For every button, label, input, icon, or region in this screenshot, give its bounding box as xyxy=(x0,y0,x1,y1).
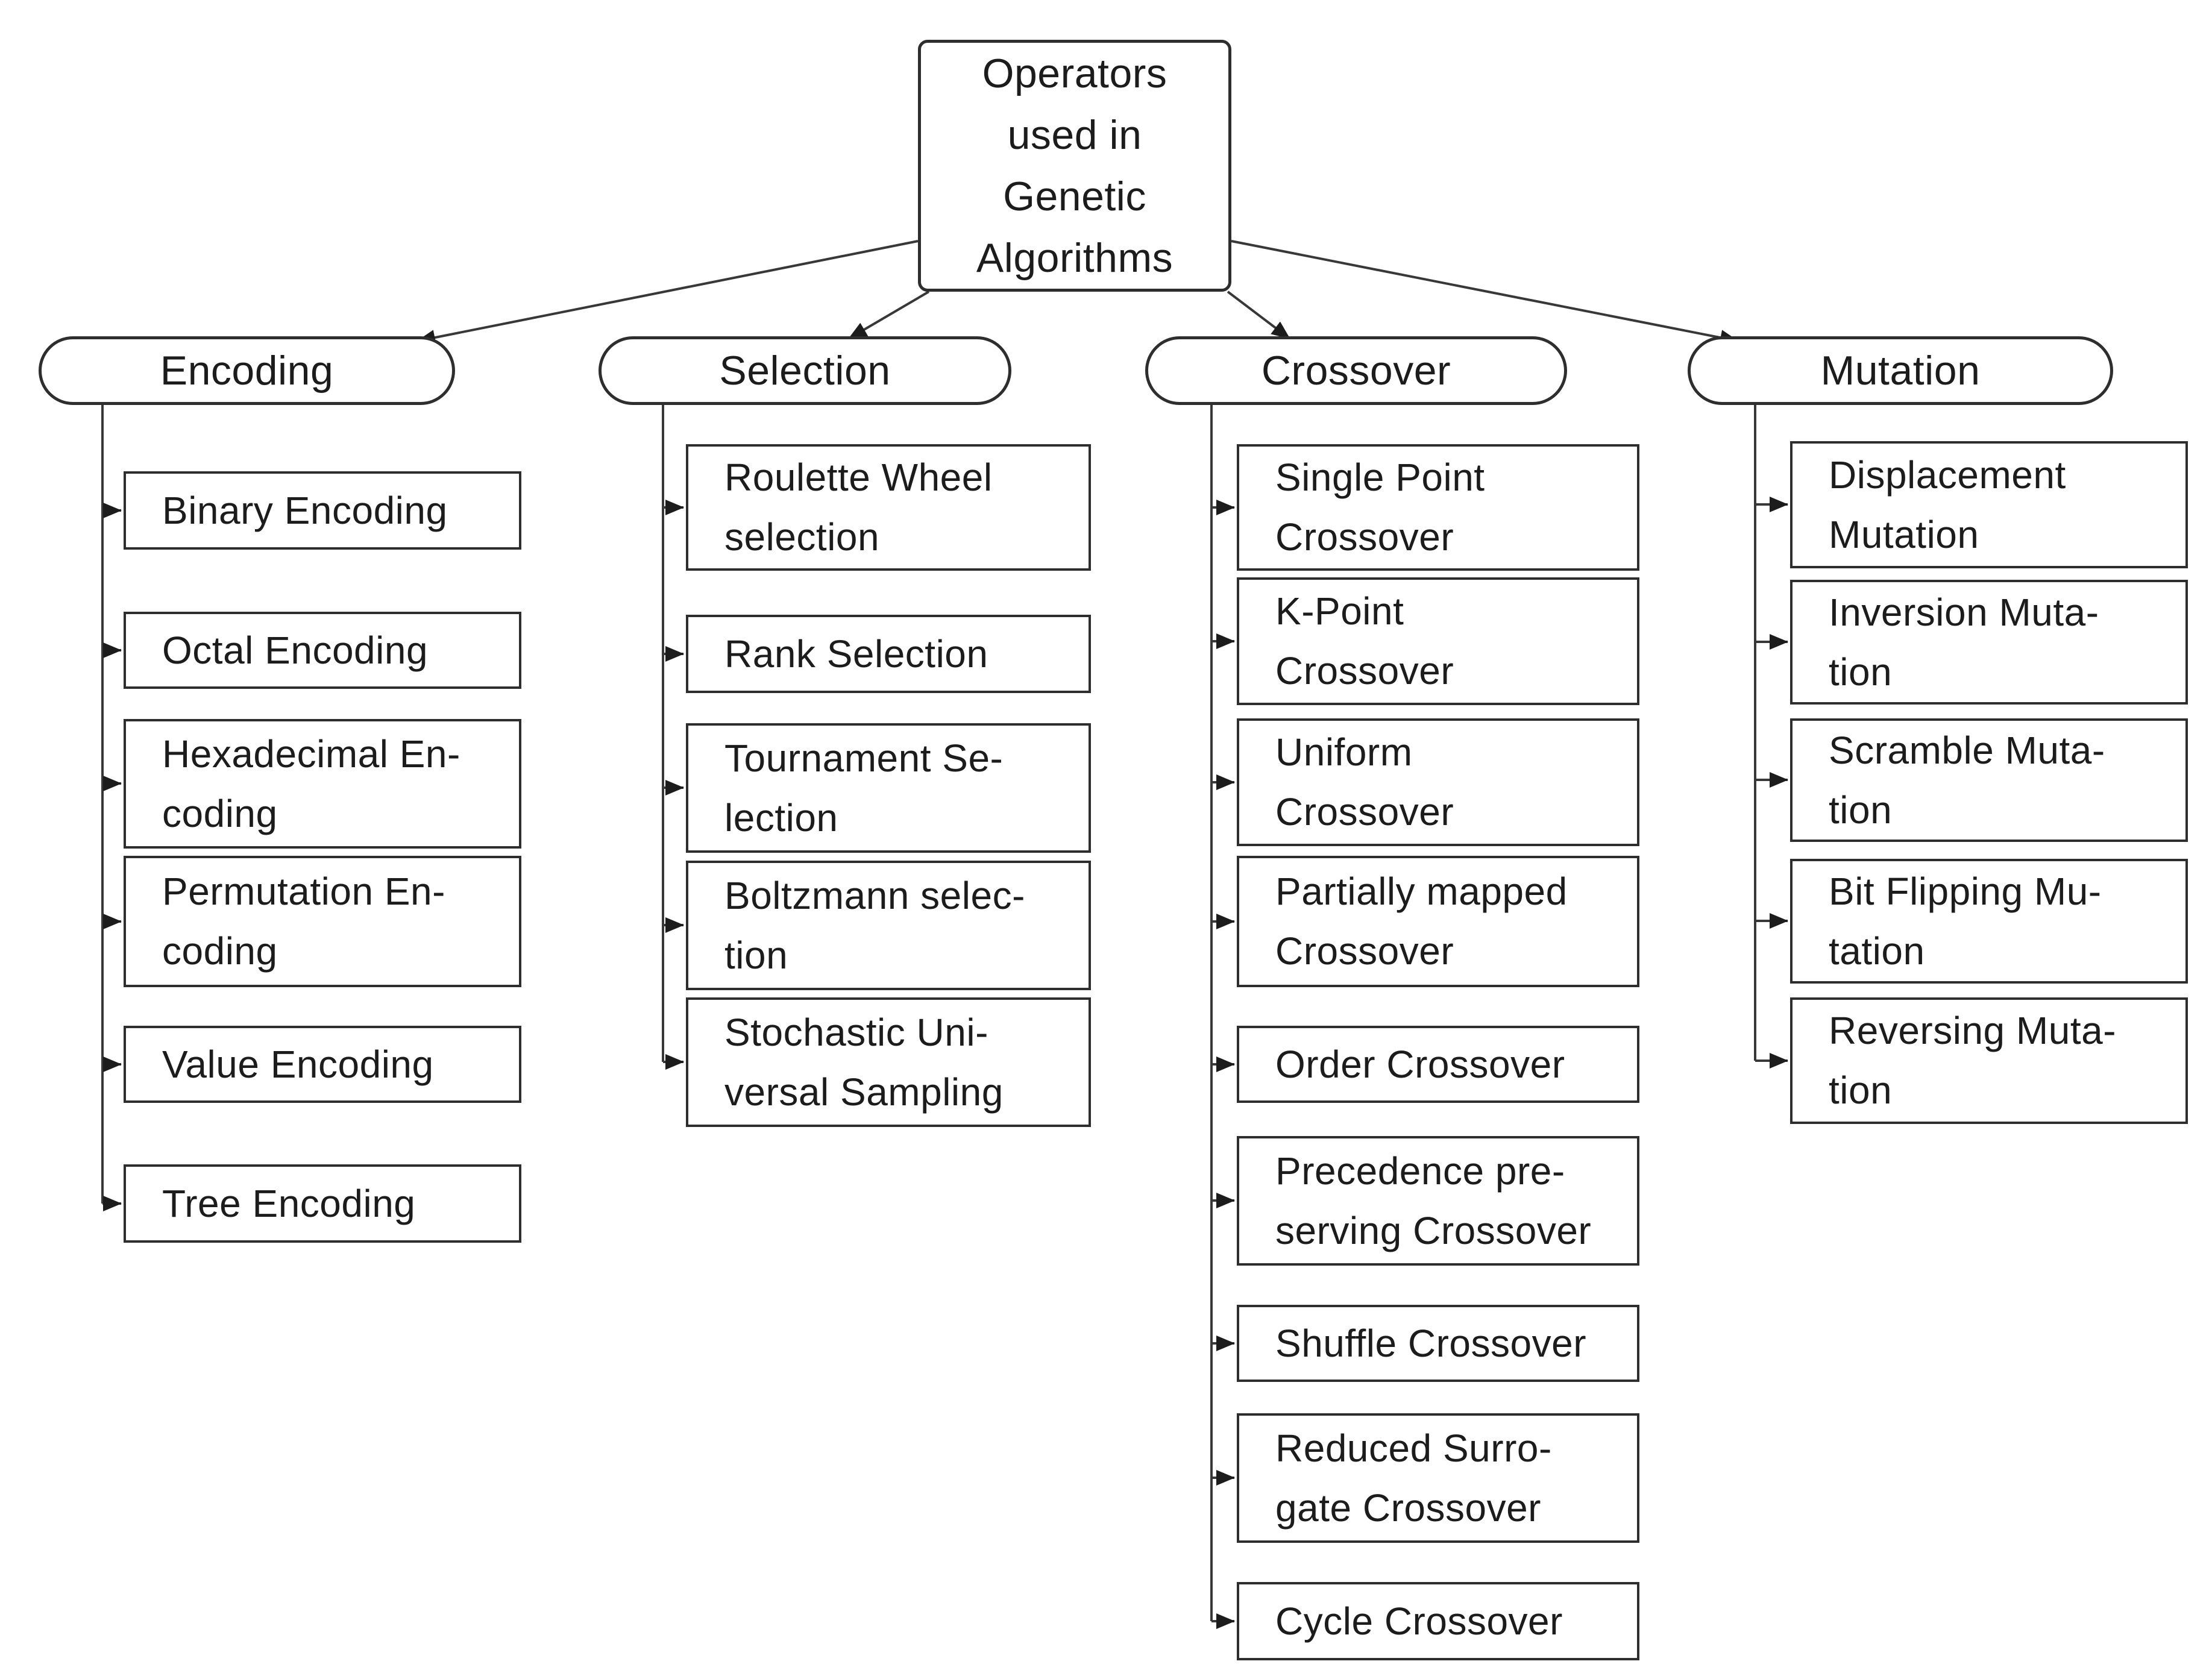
node-precedence-preserving-crossover: Precedence pre- serving Crossover xyxy=(1237,1136,1639,1266)
node-octal-encoding: Octal Encoding xyxy=(124,612,521,689)
node-uniform-crossover: Uniform Crossover xyxy=(1237,718,1639,846)
node-bit-flipping-mutation: Bit Flipping Mu- tation xyxy=(1790,859,2188,984)
node-boltzmann-selection: Boltzmann selec- tion xyxy=(686,861,1091,990)
node-stochastic-universal-sampling: Stochastic Uni- versal Sampling xyxy=(686,997,1091,1127)
node-shuffle-crossover: Shuffle Crossover xyxy=(1237,1305,1639,1382)
branch-label: Encoding xyxy=(160,348,334,394)
node-cycle-crossover: Cycle Crossover xyxy=(1237,1582,1639,1660)
branch-selection: Selection xyxy=(599,336,1011,405)
edge-root-mutation xyxy=(1231,240,1739,345)
node-k-point-crossover: K-Point Crossover xyxy=(1237,577,1639,705)
node-scramble-mutation: Scramble Muta- tion xyxy=(1790,718,2188,842)
branch-encoding: Encoding xyxy=(39,336,455,405)
node-order-crossover: Order Crossover xyxy=(1237,1026,1639,1103)
root-node: Operators used in Genetic Algorithms xyxy=(918,40,1231,292)
node-rank-selection: Rank Selection xyxy=(686,615,1091,693)
node-single-point-crossover: Single Point Crossover xyxy=(1237,444,1639,571)
node-reversing-mutation: Reversing Muta- tion xyxy=(1790,997,2188,1124)
branch-label: Selection xyxy=(719,348,891,394)
node-inversion-mutation: Inversion Muta- tion xyxy=(1790,580,2188,705)
root-line: Genetic xyxy=(1003,174,1146,219)
node-value-encoding: Value Encoding xyxy=(124,1026,521,1103)
node-roulette-wheel-selection: Roulette Wheel selection xyxy=(686,444,1091,571)
edge-root-selection xyxy=(847,290,930,340)
node-displacement-mutation: Displacement Mutation xyxy=(1790,441,2188,568)
branch-label: Mutation xyxy=(1820,348,1981,394)
node-permutation-encoding: Permutation En- coding xyxy=(124,856,521,987)
root-line: Algorithms xyxy=(976,235,1174,281)
edge-root-crossover xyxy=(1227,290,1291,340)
root-line: used in xyxy=(1007,112,1142,158)
edge-root-encoding xyxy=(416,240,919,345)
root-line: Operators xyxy=(982,51,1167,96)
node-hexadecimal-encoding: Hexadecimal En- coding xyxy=(124,719,521,849)
node-tree-encoding: Tree Encoding xyxy=(124,1164,521,1243)
node-reduced-surrogate-crossover: Reduced Surro- gate Crossover xyxy=(1237,1413,1639,1543)
branch-mutation: Mutation xyxy=(1688,336,2113,405)
node-binary-encoding: Binary Encoding xyxy=(124,471,521,550)
node-partially-mapped-crossover: Partially mapped Crossover xyxy=(1237,856,1639,987)
node-tournament-selection: Tournament Se- lection xyxy=(686,723,1091,853)
branch-label: Crossover xyxy=(1261,348,1451,394)
branch-crossover: Crossover xyxy=(1145,336,1567,405)
